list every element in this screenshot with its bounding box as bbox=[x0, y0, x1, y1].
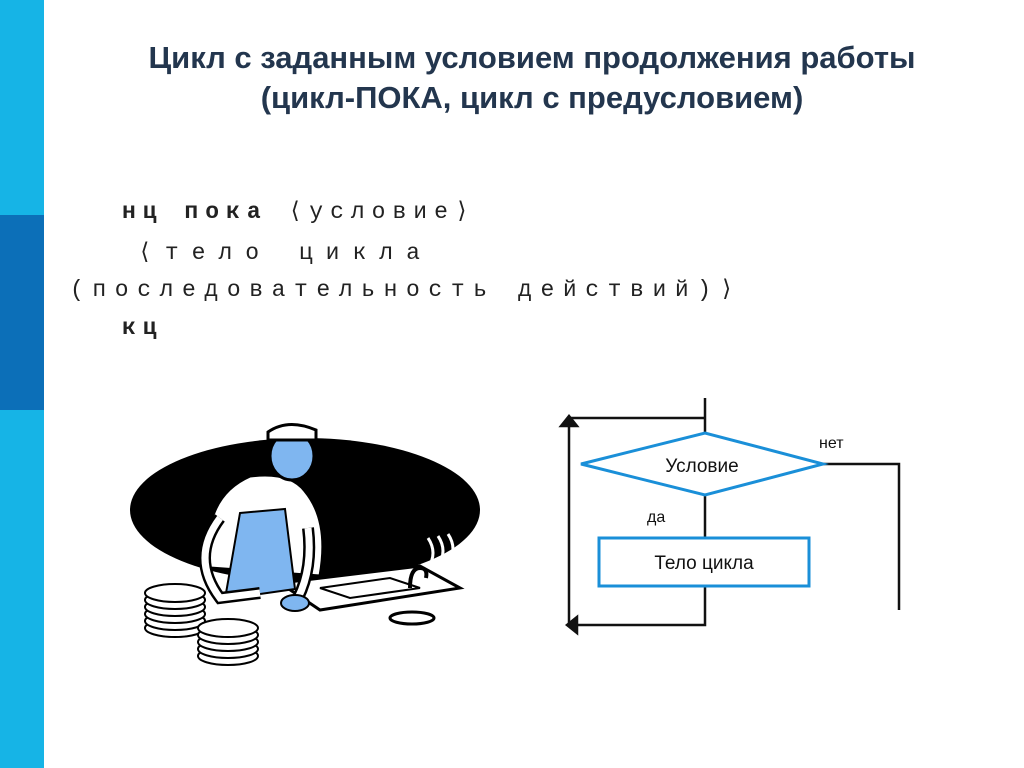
sidebar-accent-band bbox=[0, 215, 44, 410]
title-line-1: Цикл с заданным условием продолжения раб… bbox=[148, 40, 916, 75]
keyword-kc: кц bbox=[122, 315, 164, 341]
loop-back-arrow-icon bbox=[558, 413, 580, 428]
person-apron bbox=[223, 507, 297, 601]
faucet bbox=[408, 565, 429, 589]
condition-diamond bbox=[580, 431, 829, 497]
condition-placeholder: ⟨условие⟩ bbox=[267, 199, 476, 225]
keyword-nc-poka: нц пока bbox=[122, 199, 268, 225]
code-line-3: (последовательность действий)⟩ bbox=[70, 277, 743, 303]
condition-label: Условие bbox=[665, 456, 738, 477]
person-left-arm-fill bbox=[201, 515, 261, 602]
plate-stack-right bbox=[197, 618, 259, 666]
code-line-1: нц пока ⟨условие⟩ bbox=[122, 198, 476, 225]
dishwasher-illustration bbox=[130, 423, 480, 666]
person-right-arm-fill bbox=[294, 527, 313, 600]
flow-no-line bbox=[823, 462, 901, 610]
title-line-2: (цикл-ПОКА, цикл с предусловием) bbox=[260, 80, 804, 115]
yes-label: да bbox=[647, 509, 665, 526]
loop-bottom-arrow-icon bbox=[564, 614, 579, 636]
code-line-2: ⟨тело цикла bbox=[138, 240, 433, 266]
sink-basin bbox=[319, 576, 421, 600]
slide-title: Цикл с заданным условием продолжения раб… bbox=[40, 38, 1024, 118]
plate-stack-left bbox=[144, 583, 206, 638]
sink-drain bbox=[388, 610, 436, 626]
body-label: Тело цикла bbox=[654, 553, 754, 574]
sidebar-decoration bbox=[0, 0, 44, 768]
loop-body-box bbox=[597, 536, 811, 588]
person-hand bbox=[280, 594, 310, 612]
pseudocode-block: нц пока ⟨условие⟩ ⟨тело цикла (последова… bbox=[70, 198, 734, 341]
water-lines bbox=[426, 533, 455, 569]
person-cap bbox=[266, 423, 318, 442]
no-label: нет bbox=[819, 435, 844, 452]
while-loop-flowchart: Условие Тело цикла да нет bbox=[558, 398, 901, 636]
